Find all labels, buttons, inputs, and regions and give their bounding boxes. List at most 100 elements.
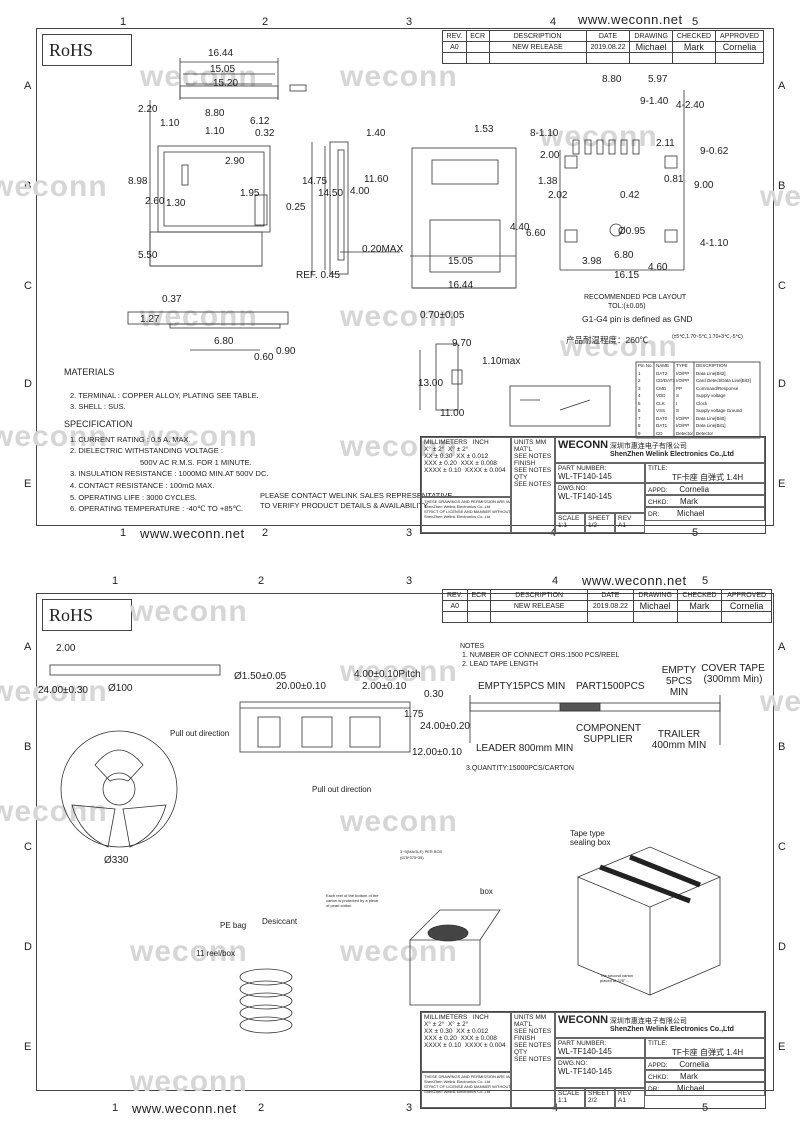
zone-label: 2 — [262, 16, 269, 28]
dimension-label: 2.00±0.10 — [362, 681, 407, 692]
temperature-note: 产品耐温程度：260℃ — [566, 335, 649, 345]
dimension-label: 0.70±0.05 — [420, 310, 465, 321]
watermark: weconn — [0, 170, 108, 203]
watermark: weconn — [140, 60, 258, 93]
tape-segment-label: EMPTY15PCS MIN — [478, 681, 566, 692]
dimension-label: 14.50 — [318, 188, 344, 199]
title-block: MILLIMETERS INCH X° ± 2° X° ± 2° XX ± 0.… — [420, 1011, 766, 1109]
spec-item: 5. OPERATING LIFE : 3000 CYCLES. — [70, 493, 197, 502]
dimension-label: 2.60 — [145, 196, 165, 207]
zone-label: D — [778, 941, 786, 953]
zone-label: C — [778, 280, 786, 292]
pin-table-cell: DAT0 — [656, 415, 668, 421]
title-cell: TITLE:TF卡座 自弹式 1.4H — [645, 463, 765, 483]
pin-table-cell: Data Line[Bit0] — [696, 415, 726, 421]
checked-cell: CHKD: Mark — [645, 495, 765, 507]
packing-note: (675*375*35) — [400, 855, 424, 860]
watermark: weconn — [0, 795, 108, 828]
dimension-label: 0.90 — [276, 346, 296, 357]
dimension-label: 2.02 — [548, 190, 568, 201]
packing-note: The second carton placed at 375°... — [600, 973, 634, 983]
packing-note: Each reel of the bottom of the carton is… — [326, 893, 379, 908]
dimension-label: 0.81 — [664, 174, 684, 185]
dimension-label: 11.00 — [440, 408, 465, 419]
notes-heading: NOTES — [460, 643, 485, 650]
dimension-label: 6.60 — [526, 228, 546, 239]
tape-segment-label: TRAILER 400mm MIN — [651, 729, 707, 751]
watermark: weconn — [130, 1065, 248, 1098]
watermark: weconn — [340, 935, 458, 968]
zone-label: 3 — [406, 575, 413, 587]
dimension-label: 15.05 — [210, 64, 236, 75]
watermark: weconn — [130, 935, 248, 968]
pin-table-cell: 6 — [638, 408, 641, 413]
dimension-label: 11.60 — [364, 174, 389, 185]
dimension-label: 1.38 — [538, 176, 558, 187]
watermark: weconn — [340, 805, 458, 838]
notice-cell: THESE DRAWINGS AND PERMISSION ARE MADE S… — [421, 497, 511, 533]
reels-per-box-label: 11 reel/box — [196, 949, 235, 958]
spec-item: 500V AC R.M.S. FOR 1 MINUTE. — [140, 458, 252, 467]
pin-table-cell: 1 — [638, 370, 641, 376]
dimension-label: 9-1.40 — [640, 96, 669, 107]
watermark: weconn — [340, 430, 458, 463]
dimension-label: 0.37 — [162, 294, 182, 305]
dimension-label: 1.53 — [474, 124, 494, 135]
pin-table-header: TYPE — [676, 363, 688, 368]
dimension-label: 24.00±0.20 — [420, 721, 470, 732]
dimension-label: 2.00 — [540, 150, 560, 161]
sheet-frame — [36, 593, 774, 1091]
pin-table-cell: PP — [676, 385, 683, 391]
title-cell: TITLE:TF卡座 自弹式 1.4H — [645, 1038, 765, 1058]
zone-label: 5 — [702, 575, 709, 587]
pin-table-cell: DAT1 — [656, 423, 668, 428]
material-item: 2. TERMINAL : COPPER ALLOY, PLATING SEE … — [70, 391, 259, 400]
zone-label: 4 — [550, 16, 557, 28]
pcb-layout-title: RECOMMENDED PCB LAYOUT — [584, 294, 687, 301]
notice-cell: THESE DRAWINGS AND PERMISSION ARE MADE S… — [421, 1072, 511, 1108]
zone-label: E — [778, 478, 786, 490]
dimension-label: 1.40 — [366, 128, 386, 139]
pin-table-cell: VSS — [656, 408, 666, 413]
checked-cell: CHKD: Mark — [645, 1070, 765, 1082]
website-url: www.weconn.net — [578, 12, 683, 27]
watermark: weconn — [0, 675, 108, 708]
pin-table-cell: 9 — [638, 430, 641, 436]
pin-table-cell: S — [676, 393, 680, 398]
dimension-label: 8.80 — [205, 108, 225, 119]
note-item: 1. NUMBER OF CONNECT ORS:1500 PCS/REEL — [462, 652, 620, 659]
zone-label: B — [24, 741, 32, 753]
zone-label: 5 — [692, 16, 699, 28]
tape-segment-label: PART1500PCS — [576, 681, 645, 692]
pin-table-cell: Detector — [676, 430, 694, 436]
zone-label: A — [778, 641, 786, 653]
zone-label: 1 — [120, 16, 127, 28]
drawing-number-cell: DWG.NO:WL-TF140-145 — [555, 483, 645, 513]
drawn-cell: DR: Michael — [645, 507, 765, 521]
part-number-cell: PART NUMBER:WL-TF140-145 — [555, 463, 645, 483]
pin-table-cell: Card Detect/Data Line[Bit3] — [696, 378, 751, 383]
dimension-label: 0.20MAX — [362, 244, 404, 255]
dimension-label: 6.80 — [614, 250, 634, 261]
pin-table-cell: Supply voltage Ground — [696, 408, 742, 413]
company-cell: WECONN 深圳市惠连电子有限公司 ShenZhen Welink Elect… — [555, 437, 765, 463]
dimension-label: 4.40 — [510, 222, 530, 233]
website-url: www.weconn.net — [132, 1101, 237, 1116]
dimension-label: 1.10 — [160, 118, 180, 129]
watermark: weconn — [760, 180, 800, 213]
desiccant-label: Desiccant — [262, 917, 298, 926]
zone-label: A — [24, 80, 32, 92]
pin-table-cell: Supply voltage — [696, 393, 726, 398]
dimension-label: 3.98 — [582, 256, 602, 267]
dimension-label: 4.00 — [350, 186, 370, 197]
website-url: www.weconn.net — [140, 526, 245, 541]
dimension-label: 5.50 — [138, 250, 158, 261]
specification-heading: SPECIFICATION — [64, 419, 133, 429]
zone-label: C — [778, 841, 786, 853]
dimension-label: REF. 0.45 — [296, 270, 340, 281]
zone-label: 3 — [406, 1102, 413, 1114]
